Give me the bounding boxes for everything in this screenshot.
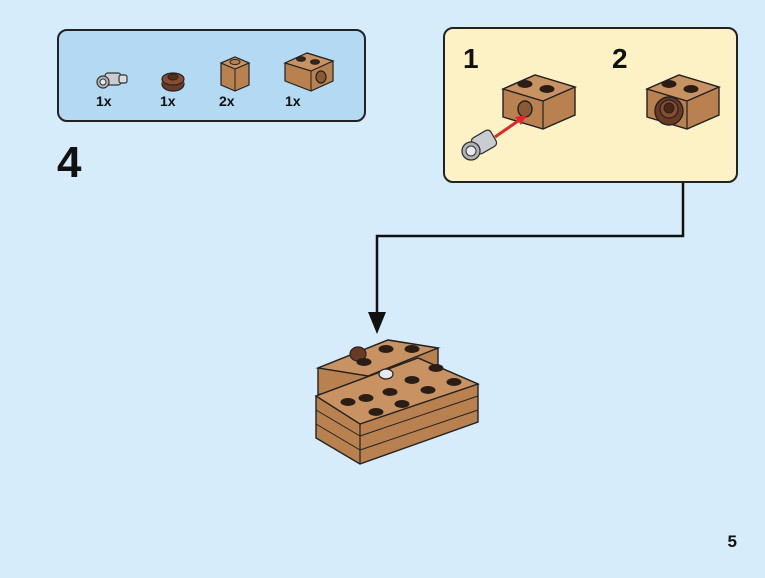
part-qty: 2x	[219, 93, 235, 109]
assembly-model-icon	[314, 339, 480, 465]
substep-number: 1	[463, 43, 479, 74]
step-number: 4	[57, 138, 82, 187]
brick-with-plate-icon	[644, 74, 722, 130]
part-qty: 1x	[160, 93, 176, 109]
parts-list-panel: 1x 1x 2x 1x	[57, 29, 366, 122]
insert-arrow-icon	[494, 115, 527, 139]
substep-number: 2	[612, 43, 628, 74]
axle-pin-icon	[96, 72, 128, 89]
brick-1x1-icon	[219, 56, 251, 92]
technic-brick-1x2-icon	[283, 52, 335, 92]
round-plate-icon	[161, 72, 185, 92]
axle-pin-icon	[461, 129, 498, 161]
page-number: 5	[727, 532, 737, 551]
part-qty: 1x	[96, 93, 112, 109]
part-qty: 1x	[285, 93, 301, 109]
technic-brick-icon	[500, 74, 578, 130]
substep-panel: 1 2	[443, 27, 738, 183]
